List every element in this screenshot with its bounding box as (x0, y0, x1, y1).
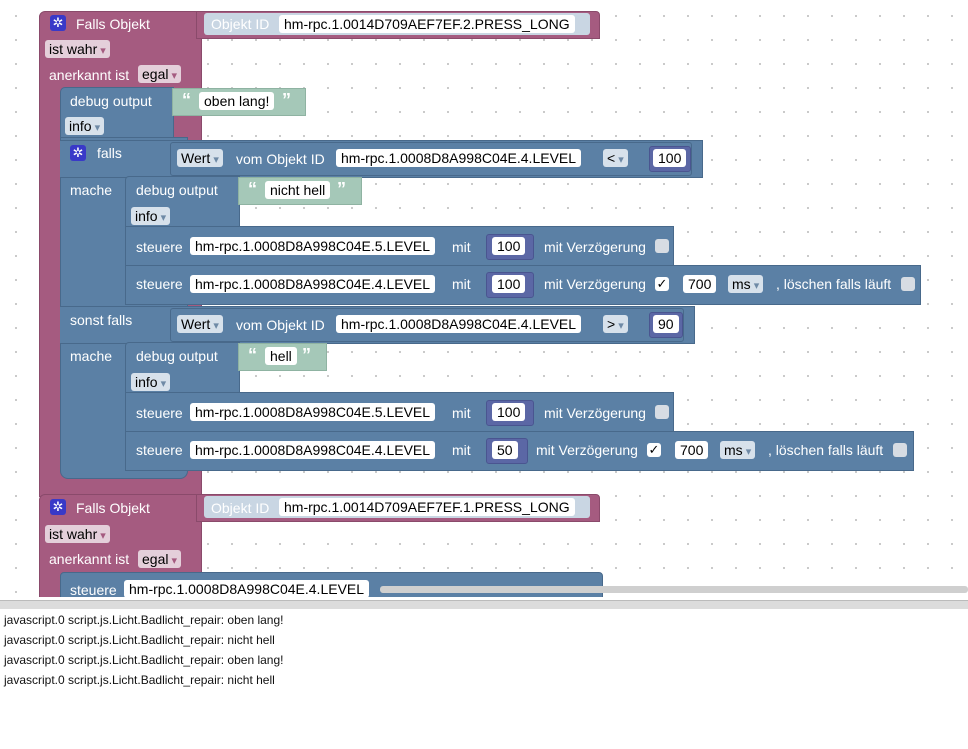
checkbox-icon[interactable] (893, 443, 907, 457)
log-line: javascript.0 script.js.Licht.Badlicht_re… (4, 673, 275, 687)
objid-label-2: Objekt ID (211, 500, 270, 516)
ack-label-2: anerkannt ist (49, 551, 130, 567)
debug-label-3: debug output (136, 348, 218, 364)
mit-label-2: mit (452, 276, 471, 292)
compare-objid-2[interactable]: hm-rpc.1.0008D8A998C04E.4.LEVEL (336, 315, 582, 333)
mit-label-3: mit (452, 405, 471, 421)
control-objid-1[interactable]: hm-rpc.1.0008D8A998C04E.5.LEVEL (190, 237, 436, 255)
delay-ms-field-4[interactable]: 700 (675, 441, 709, 459)
log-panel: javascript.0 script.js.Licht.Badlicht_re… (0, 609, 968, 749)
debug-label-1: debug output (70, 93, 152, 109)
checkbox-icon[interactable] (655, 405, 669, 419)
operator-dropdown-2[interactable]: > (603, 315, 628, 333)
clear-label-2: , löschen falls läuft (776, 276, 892, 292)
quote-close-icon: ” (337, 179, 346, 199)
quote-close-icon: ” (282, 90, 291, 110)
delay-label-2: mit Verzögerung (544, 276, 646, 292)
checkbox-icon[interactable] (655, 239, 669, 253)
objid-label-1: Objekt ID (211, 16, 270, 32)
control-label-1: steuere (136, 239, 183, 255)
wert-dropdown-1[interactable]: Wert (177, 149, 223, 167)
event-title-2: Falls Objekt (76, 500, 150, 516)
operator-dropdown-1[interactable]: < (603, 149, 628, 167)
objid-field-2[interactable]: hm-rpc.1.0014D709AEF7EF.1.PRESS_LONG (279, 498, 575, 516)
delay-label-1: mit Verzögerung (544, 239, 646, 255)
control-label-4: steuere (136, 442, 183, 458)
control-objid-2[interactable]: hm-rpc.1.0008D8A998C04E.4.LEVEL (190, 275, 436, 293)
control-objid-5[interactable]: hm-rpc.1.0008D8A998C04E.4.LEVEL (124, 580, 370, 597)
control-label-2: steuere (136, 276, 183, 292)
mit-label-1: mit (452, 239, 471, 255)
control-label-3: steuere (136, 405, 183, 421)
control-value-3[interactable]: 100 (492, 403, 526, 421)
control-value-1[interactable]: 100 (492, 237, 526, 255)
quote-close-icon: ” (302, 345, 311, 365)
delay-label-3: mit Verzögerung (544, 405, 646, 421)
debug-level-dropdown-2[interactable]: info (131, 207, 171, 225)
log-line: javascript.0 script.js.Licht.Badlicht_re… (4, 633, 275, 647)
compare-block-2[interactable] (170, 308, 684, 342)
gear-icon[interactable]: ✲ (50, 499, 66, 515)
ack-label-1: anerkannt ist (49, 67, 130, 83)
falls-label: falls (97, 145, 122, 161)
horizontal-scrollbar[interactable] (380, 586, 968, 593)
condition-dropdown-2[interactable]: ist wahr (45, 525, 110, 543)
compare-objid-1[interactable]: hm-rpc.1.0008D8A998C04E.4.LEVEL (336, 149, 582, 167)
debug-level-dropdown-1[interactable]: info (65, 117, 105, 135)
mit-label-4: mit (452, 442, 471, 458)
delay-ms-field-2[interactable]: 700 (683, 275, 717, 293)
mache-label-2: mache (70, 348, 113, 364)
event-title-1: Falls Objekt (76, 16, 150, 32)
string-field-3[interactable]: hell (265, 347, 297, 365)
vom-label-2: vom Objekt ID (236, 317, 325, 333)
quote-open-icon: “ (248, 179, 257, 199)
clear-label-4: , löschen falls läuft (768, 442, 884, 458)
blockly-workspace[interactable]: Objekt ID hm-rpc.1.0014D709AEF7EF.2.PRES… (0, 0, 968, 597)
wert-dropdown-2[interactable]: Wert (177, 315, 223, 333)
control-objid-3[interactable]: hm-rpc.1.0008D8A998C04E.5.LEVEL (190, 403, 436, 421)
unit-dropdown-4[interactable]: ms (720, 441, 756, 459)
objid-field-1[interactable]: hm-rpc.1.0014D709AEF7EF.2.PRESS_LONG (279, 15, 575, 33)
quote-open-icon: “ (248, 345, 257, 365)
checkbox-icon[interactable] (901, 277, 915, 291)
gear-icon[interactable]: ✲ (70, 145, 86, 161)
number-field-2[interactable]: 90 (653, 315, 679, 333)
mache-label-1: mache (70, 182, 113, 198)
delay-label-4: mit Verzögerung (536, 442, 638, 458)
vom-label-1: vom Objekt ID (236, 151, 325, 167)
ack-dropdown-1[interactable]: egal (138, 65, 182, 83)
control-value-4[interactable]: 50 (492, 441, 518, 459)
checkbox-icon[interactable]: ✓ (647, 442, 661, 457)
panel-divider[interactable] (0, 600, 968, 609)
debug-level-dropdown-3[interactable]: info (131, 373, 171, 391)
log-line: javascript.0 script.js.Licht.Badlicht_re… (4, 613, 284, 627)
ack-dropdown-2[interactable]: egal (138, 550, 182, 568)
unit-dropdown-2[interactable]: ms (728, 275, 764, 293)
control-label-5: steuere (70, 582, 117, 597)
log-line: javascript.0 script.js.Licht.Badlicht_re… (4, 653, 284, 667)
quote-open-icon: “ (182, 90, 191, 110)
control-objid-4[interactable]: hm-rpc.1.0008D8A998C04E.4.LEVEL (190, 441, 436, 459)
condition-dropdown-1[interactable]: ist wahr (45, 40, 110, 58)
debug-label-2: debug output (136, 182, 218, 198)
sonst-falls-label: sonst falls (70, 312, 133, 328)
number-field-1[interactable]: 100 (653, 149, 687, 167)
gear-icon[interactable]: ✲ (50, 15, 66, 31)
checkbox-icon[interactable]: ✓ (655, 276, 669, 291)
control-value-2[interactable]: 100 (492, 275, 526, 293)
string-field-1[interactable]: oben lang! (199, 92, 275, 110)
string-field-2[interactable]: nicht hell (265, 181, 331, 199)
